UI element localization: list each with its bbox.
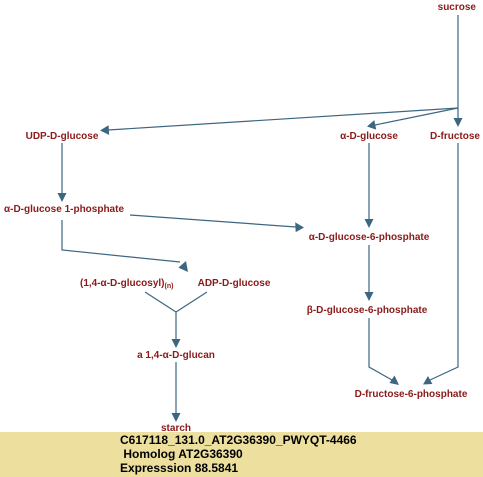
arrowhead-glucan — [171, 339, 181, 348]
node-starch[interactable]: starch — [161, 423, 191, 434]
info-homolog-line: Homolog AT2G36390 — [120, 447, 243, 461]
info-expression-line: Expresssion 88.5841 — [120, 461, 239, 475]
arrowhead-g6p-from-g1p — [295, 222, 304, 233]
glucosyl-subscript: (n) — [165, 283, 174, 290]
info-panel: C617118_131.0_AT2G36390_PWYQT-4466 Homol… — [0, 432, 483, 477]
node-beta-d-glucose-6-phosphate[interactable]: β-D-glucose-6-phosphate — [307, 305, 428, 316]
info-id-line: C617118_131.0_AT2G36390_PWYQT-4466 — [120, 433, 357, 447]
arrowhead-alpha-glucose — [367, 120, 377, 130]
arrowhead-f6p-from-beta-g6p — [389, 375, 399, 385]
arrowhead-beta-g6p — [364, 292, 374, 301]
node-sucrose[interactable]: sucrose — [438, 2, 477, 13]
node-udp-d-glucose[interactable]: UDP-D-glucose — [26, 131, 99, 142]
node-alpha-d-glucose-6-phosphate[interactable]: α-D-glucose-6-phosphate — [309, 232, 430, 243]
arrowhead-fructose — [453, 118, 463, 127]
edge-g1p-to-g6p — [129, 214, 297, 228]
node-glucan[interactable]: a 1,4-α-D-glucan — [137, 350, 215, 361]
edge-beta-g6p-to-f6p — [368, 318, 393, 381]
node-adp-d-glucose[interactable]: ADP-D-glucose — [198, 278, 271, 289]
edge-g1p-to-adp-glucose — [61, 220, 181, 263]
arrowhead-g6p-from-glucose — [364, 219, 374, 228]
edge-glucosyl-merge — [144, 291, 177, 313]
arrowhead-udp-glucose — [100, 125, 110, 135]
node-d-fructose[interactable]: D-fructose — [430, 131, 480, 142]
edge-fructose-to-f6p — [429, 143, 459, 381]
edge-adp-glucose-merge — [175, 291, 208, 313]
arrowhead-f6p-from-fructose — [423, 376, 433, 385]
pathway-nodes: sucrose UDP-D-glucose α-D-glucose D-fruc… — [4, 2, 480, 434]
arrowhead-starch — [171, 413, 181, 422]
edge-sucrose-to-udp-glucose — [107, 107, 459, 131]
node-d-fructose-6-phosphate[interactable]: D-fructose-6-phosphate — [355, 389, 468, 400]
pathway-edges — [57, 15, 463, 422]
glucosyl-label: (1,4-α-D-glucosyl) — [80, 278, 165, 289]
arrowhead-g1p — [57, 193, 67, 202]
edge-sucrose-to-alpha-glucose — [374, 107, 459, 126]
node-glucosyl-n[interactable]: (1,4-α-D-glucosyl)(n) — [80, 278, 173, 290]
node-alpha-d-glucose[interactable]: α-D-glucose — [340, 131, 398, 142]
node-alpha-d-glucose-1-phosphate[interactable]: α-D-glucose 1-phosphate — [4, 204, 124, 215]
arrowhead-adp-glucose — [178, 261, 188, 272]
